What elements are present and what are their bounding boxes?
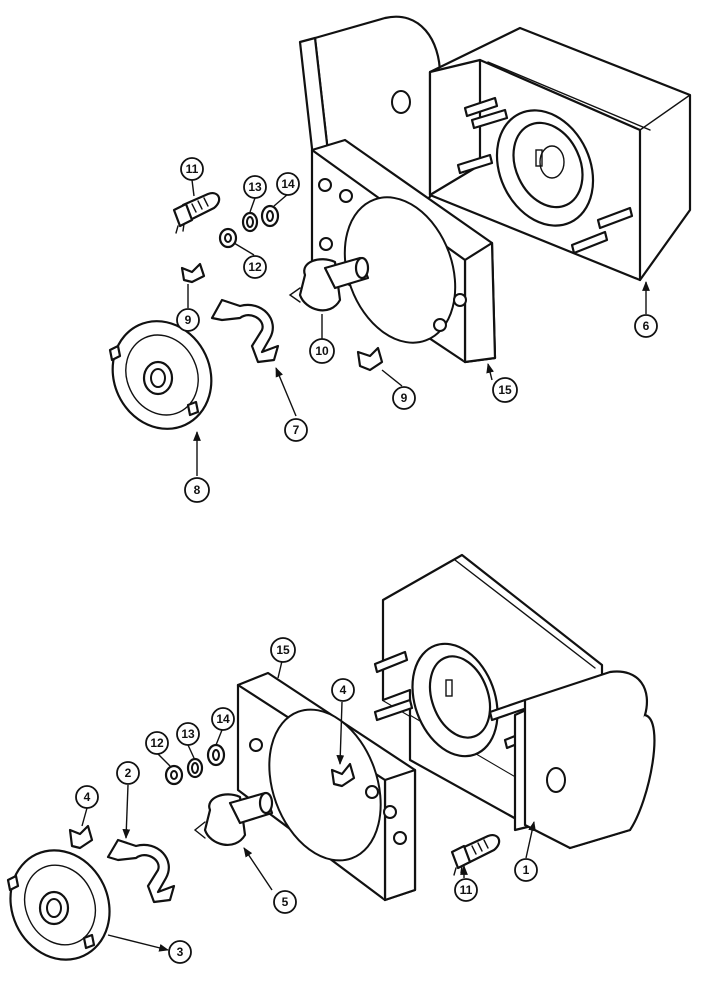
callout-label: 12 xyxy=(248,260,262,274)
callout-8-top: 8 xyxy=(184,477,210,503)
spring-clip-top xyxy=(210,298,280,364)
callout-9-top-b: 9 xyxy=(392,386,416,410)
callout-6-top: 6 xyxy=(634,314,658,338)
callout-label: 4 xyxy=(84,790,91,804)
callout-15-top: 15 xyxy=(492,377,518,403)
callout-label: 12 xyxy=(150,736,164,750)
top-assembly xyxy=(108,15,692,430)
callout-label: 6 xyxy=(643,319,650,333)
callout-label: 1 xyxy=(523,863,530,877)
callout-13-top: 13 xyxy=(243,175,267,199)
callout-label: 13 xyxy=(181,727,195,741)
callout-4-bottom-a: 4 xyxy=(331,678,355,702)
callout-2-bottom: 2 xyxy=(116,761,140,785)
callout-label: 3 xyxy=(177,945,184,959)
callout-9-top-a: 9 xyxy=(176,308,200,332)
bottom-leaders xyxy=(81,660,536,952)
callout-label: 15 xyxy=(498,383,512,397)
washers-bottom xyxy=(164,743,226,786)
gasket-plate-bottom xyxy=(236,671,417,902)
callout-label: 4 xyxy=(340,683,347,697)
callout-1-bottom: 1 xyxy=(514,858,538,882)
wing-nut-bottom xyxy=(68,824,94,850)
lamp-housing-bottom xyxy=(373,553,656,850)
callout-15-bottom: 15 xyxy=(270,637,296,663)
callout-11-bottom: 11 xyxy=(454,878,478,902)
callout-5-bottom: 5 xyxy=(273,890,297,914)
bulb-top xyxy=(172,192,221,234)
bulb-bottom xyxy=(450,834,501,876)
bulb-holder-bottom xyxy=(193,791,274,846)
callout-label: 7 xyxy=(293,423,300,437)
wing-nut-bottom-on-gasket xyxy=(330,762,356,788)
callout-4-bottom-b: 4 xyxy=(75,785,99,809)
top-leaders xyxy=(187,179,650,476)
callout-7-top: 7 xyxy=(284,418,308,442)
spring-clip-bottom xyxy=(106,838,176,904)
washers-top xyxy=(218,204,280,249)
wing-nut-top-b xyxy=(356,346,384,372)
callout-label: 11 xyxy=(460,883,473,897)
callout-11-top: 11 xyxy=(180,157,204,181)
bulb-holder-top xyxy=(288,256,370,312)
callout-label: 14 xyxy=(216,712,230,726)
callout-14-bottom: 14 xyxy=(211,707,235,731)
callout-label: 9 xyxy=(185,313,192,327)
callout-label: 15 xyxy=(276,643,290,657)
wing-nut-top-a xyxy=(180,262,206,284)
gasket-plate-top xyxy=(310,138,497,364)
callout-label: 11 xyxy=(186,162,199,176)
callout-label: 13 xyxy=(248,180,262,194)
callout-12-top: 12 xyxy=(243,255,267,279)
callout-label: 14 xyxy=(281,177,295,191)
lens-reflector-top xyxy=(108,320,213,430)
callout-label: 2 xyxy=(125,766,132,780)
bottom-assembly xyxy=(6,553,656,961)
callout-10-top: 10 xyxy=(309,338,335,364)
callout-label: 9 xyxy=(401,391,408,405)
callout-12-bottom: 12 xyxy=(145,731,169,755)
callout-label: 5 xyxy=(282,895,289,909)
callout-3-bottom: 3 xyxy=(168,940,192,964)
callout-14-top: 14 xyxy=(276,172,300,196)
lens-reflector-bottom xyxy=(6,849,111,961)
callout-label: 8 xyxy=(194,483,201,497)
callout-label: 10 xyxy=(315,344,329,358)
callout-13-bottom: 13 xyxy=(176,722,200,746)
